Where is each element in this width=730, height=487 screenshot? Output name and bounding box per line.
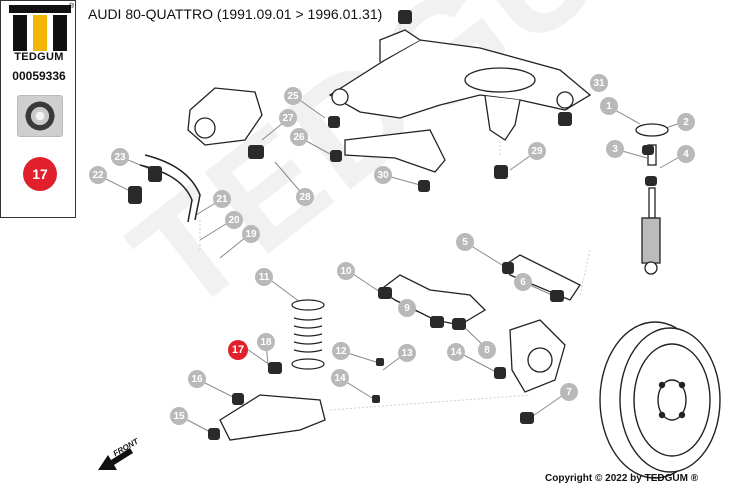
callout-28[interactable]: 28 (296, 188, 314, 206)
callout-14[interactable]: 14 (331, 369, 349, 387)
selected-part-badge[interactable]: 17 (23, 157, 57, 191)
callout-7[interactable]: 7 (560, 383, 578, 401)
bushing-thumbnail[interactable] (17, 95, 63, 137)
callout-21[interactable]: 21 (213, 190, 231, 208)
callout-18[interactable]: 18 (257, 333, 275, 351)
brake-drum (599, 321, 721, 479)
registered-mark: ® (69, 3, 75, 10)
callout-2[interactable]: 2 (677, 113, 695, 131)
callout-8[interactable]: 8 (478, 341, 496, 359)
vehicle-title: AUDI 80-QUATTRO (1991.09.01 > 1996.01.31… (88, 6, 383, 22)
callout-19[interactable]: 19 (242, 225, 260, 243)
upper-link-arm (344, 129, 446, 173)
rear-subframe (328, 29, 592, 141)
callout-9[interactable]: 9 (398, 299, 416, 317)
callout-29[interactable]: 29 (528, 142, 546, 160)
lower-links (219, 254, 581, 441)
callout-6[interactable]: 6 (514, 273, 532, 291)
shock-absorber (635, 123, 669, 275)
callout-20[interactable]: 20 (225, 211, 243, 229)
callout-10[interactable]: 10 (337, 262, 355, 280)
front-arrow (98, 448, 133, 470)
differential (187, 87, 263, 146)
coil-spring (291, 299, 325, 370)
callout-23[interactable]: 23 (111, 148, 129, 166)
callout-12[interactable]: 12 (332, 342, 350, 360)
tedgum-logo (9, 5, 71, 51)
callout-15[interactable]: 15 (170, 407, 188, 425)
callout-14b[interactable]: 14 (447, 343, 465, 361)
callout-31[interactable]: 31 (590, 74, 608, 92)
callout-1[interactable]: 1 (600, 97, 618, 115)
wheel-carrier (509, 319, 566, 393)
callout-25[interactable]: 25 (284, 87, 302, 105)
product-sidebar: ® TEDGUM 00059336 17 (0, 0, 76, 218)
callout-22[interactable]: 22 (89, 166, 107, 184)
callout-3[interactable]: 3 (606, 140, 624, 158)
callout-5[interactable]: 5 (456, 233, 474, 251)
callout-13[interactable]: 13 (398, 344, 416, 362)
part-number: 00059336 (12, 69, 66, 83)
callout-27[interactable]: 27 (279, 109, 297, 127)
callout-4[interactable]: 4 (677, 145, 695, 163)
bushings (128, 10, 657, 440)
callout-26[interactable]: 26 (290, 128, 308, 146)
callout-11[interactable]: 11 (255, 268, 273, 286)
brand-name: TEDGUM (14, 51, 64, 63)
callout-17-selected[interactable]: 17 (228, 340, 248, 360)
callout-30[interactable]: 30 (374, 166, 392, 184)
callout-16[interactable]: 16 (188, 370, 206, 388)
stabilizer-bar (139, 154, 201, 223)
copyright-notice: Copyright © 2022 by TEDGUM ® (545, 473, 699, 484)
